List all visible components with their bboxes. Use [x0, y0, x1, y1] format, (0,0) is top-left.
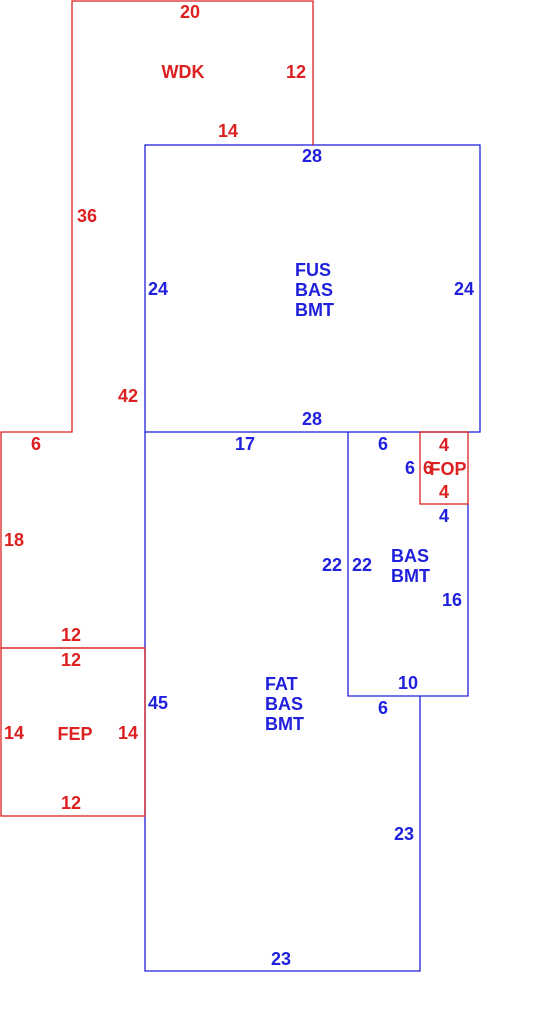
dim-wdk-right: 12: [286, 62, 306, 82]
dim-fat-17: 17: [235, 434, 255, 454]
dim-red-6: 6: [31, 434, 41, 454]
dim-red-12a: 12: [61, 625, 81, 645]
bas-right-label-1: BAS: [391, 546, 429, 566]
dim-fat-6: 6: [378, 698, 388, 718]
dim-bas-left-inner: 22: [352, 555, 372, 575]
dim-bas-top: 6: [378, 434, 388, 454]
dim-fop-top: 4: [439, 435, 449, 455]
dim-bas-left-outer: 22: [322, 555, 342, 575]
dim-bas-4: 4: [439, 506, 449, 526]
fep-outline: [0, 647, 146, 817]
dim-fep-bottom: 12: [61, 793, 81, 813]
dim-fat-45: 45: [148, 693, 168, 713]
dim-fat-23-right: 23: [394, 824, 414, 844]
dim-fus-left: 24: [148, 279, 168, 299]
dim-wdk-top: 20: [180, 2, 200, 22]
dim-fep-top: 12: [61, 650, 81, 670]
dim-fat-23-bottom: 23: [271, 949, 291, 969]
wdk-label: WDK: [162, 62, 205, 82]
dim-wdk-left: 36: [77, 206, 97, 226]
dim-fop-6: 6: [423, 458, 433, 478]
dim-fus-top: 28: [302, 146, 322, 166]
dim-red-42: 42: [118, 386, 138, 406]
dim-bas-16: 16: [442, 590, 462, 610]
fus-label-3: BMT: [295, 300, 334, 320]
dim-fop-bottom: 4: [439, 482, 449, 502]
bas-outline: [347, 432, 469, 697]
fop-outline: [419, 431, 469, 505]
dim-wdk-bottom: 14: [218, 121, 238, 141]
fep-label: FEP: [57, 724, 92, 744]
bas-right-label-2: BMT: [391, 566, 430, 586]
fop-label: FOP: [429, 459, 466, 479]
wdk-outline: [0, 0, 314, 649]
fat-label-3: BMT: [265, 714, 304, 734]
fus-label-1: FUS: [295, 260, 331, 280]
dim-fus-bottom: 28: [302, 409, 322, 429]
dim-fep-right: 14: [118, 723, 138, 743]
dim-bas-10: 10: [398, 673, 418, 693]
fus-label-2: BAS: [295, 280, 333, 300]
dim-fep-left: 14: [4, 723, 24, 743]
dim-bas-6-left: 6: [405, 458, 415, 478]
fat-label-2: BAS: [265, 694, 303, 714]
fat-label-1: FAT: [265, 674, 298, 694]
dim-fus-right: 24: [454, 279, 474, 299]
dim-red-18: 18: [4, 530, 24, 550]
